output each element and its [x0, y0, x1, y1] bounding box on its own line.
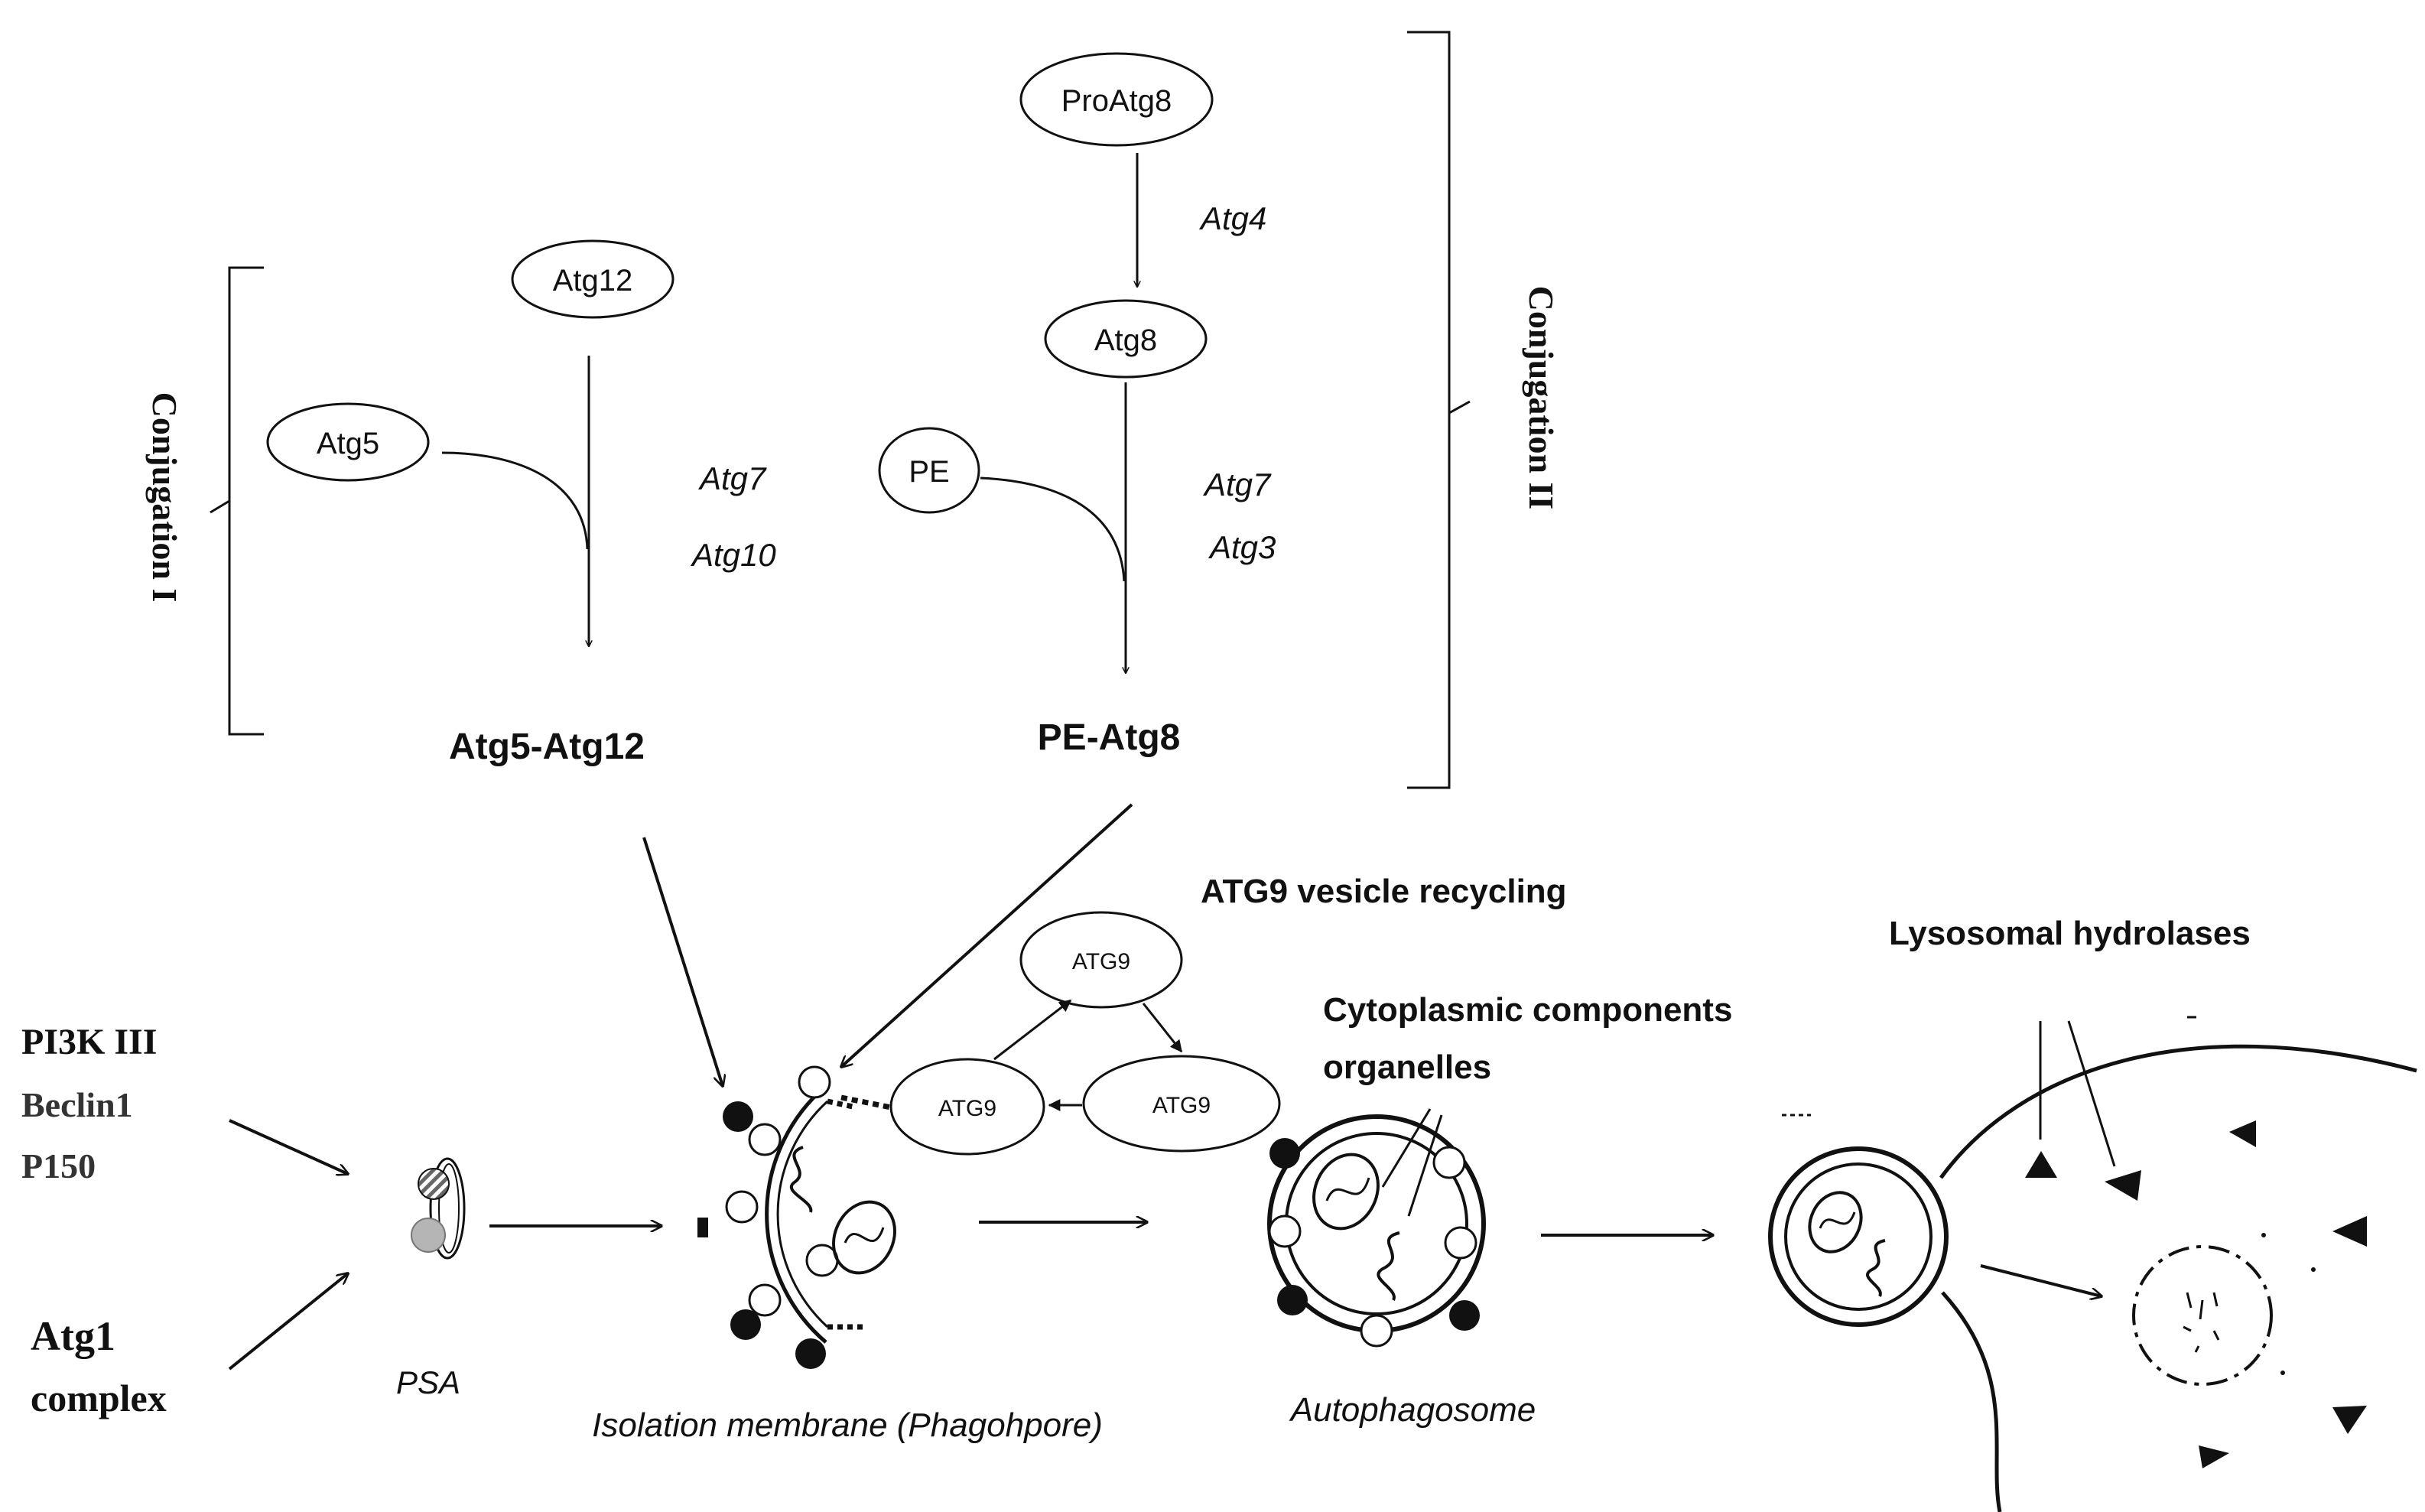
atg9-cycle-group: ATG9 vesicle recycling ATG9 ATG9 ATG9 — [840, 873, 1567, 1156]
atg9-left-to-top-arrow — [993, 999, 1072, 1061]
fusion-to-degradation-arrow — [1980, 1264, 2102, 1296]
pe-node — [878, 427, 980, 514]
atg5-atg12-product: Atg5-Atg12 — [449, 727, 645, 767]
autophagosome-cargo-coil — [1377, 1231, 1400, 1301]
phagophore-structure: Isolation membrane (Phagohpore) — [592, 1065, 1103, 1444]
pe-atg8-to-phagophore-arrow — [841, 803, 1133, 1067]
atg9-top-to-right-arrow — [1142, 1003, 1183, 1053]
inputs-group: PI3K III Beclin1 P150 Atg1 complex — [21, 1022, 348, 1419]
p150-label: P150 — [21, 1146, 96, 1185]
atg1-label-line2: complex — [31, 1377, 167, 1419]
atg5-node — [266, 402, 430, 482]
atg9-right-node — [1082, 1055, 1281, 1153]
psa-label: PSA — [396, 1364, 460, 1400]
conjugation-ii-group: Conjugation II ProAtg8 Atg4 Atg8 PE Atg7… — [878, 31, 1561, 789]
atg9-dashed-link — [840, 1094, 892, 1110]
atg5-joining-curve — [441, 451, 589, 550]
psa-hatched-protein — [418, 1168, 450, 1200]
conjugation-ii-label: Conjugation II — [1522, 286, 1561, 510]
fusing-autophagosome — [1768, 1146, 1949, 1327]
autophagosome-structure: Autophagosome — [1267, 1108, 1536, 1429]
conj-i-enzyme-atg10: Atg10 — [690, 537, 776, 573]
proatg8-label: ProAtg8 — [1061, 84, 1172, 118]
lysosome-membrane — [1939, 1044, 2417, 1512]
lysosomal-hydrolases-label: Lysosomal hydrolases — [1889, 915, 2251, 952]
psa-structure: PSA — [396, 1157, 466, 1400]
pe-atg8-product: PE-Atg8 — [1038, 717, 1181, 758]
atg8-label: Atg8 — [1094, 324, 1157, 357]
conj-i-enzyme-atg7: Atg7 — [697, 460, 767, 496]
autophagosome-label: Autophagosome — [1289, 1391, 1536, 1429]
pe-label: PE — [909, 455, 949, 489]
atg12-label: Atg12 — [553, 264, 633, 298]
conjugation-i-bracket — [210, 266, 264, 736]
protease-atg4: Atg4 — [1198, 200, 1266, 236]
atg9-top-label: ATG9 — [1072, 949, 1130, 974]
conj-ii-enzyme-atg3: Atg3 — [1208, 529, 1276, 565]
atg1-label-line1: Atg1 — [31, 1313, 115, 1359]
pi3k-to-psa-arrow — [229, 1119, 348, 1174]
psa-gray-protein — [411, 1218, 446, 1253]
atg9-right-label: ATG9 — [1152, 1093, 1211, 1118]
organelles-label: organelles — [1323, 1049, 1491, 1086]
cytoplasmic-components-label: Cytoplasmic components — [1323, 991, 1732, 1029]
atg9-left-node — [889, 1058, 1045, 1156]
atg5-atg12-to-phagophore-arrow — [642, 837, 723, 1086]
phagophore-cargo-coil — [789, 1146, 813, 1213]
beclin-label: Beclin1 — [21, 1085, 133, 1124]
conjugation-i-label: Conjugation I — [145, 392, 184, 603]
atg9-top-node — [1019, 911, 1183, 1009]
atg12-node — [511, 239, 675, 319]
conjugation-ii-bracket — [1407, 31, 1471, 789]
isolation-membrane-label: Isolation membrane (Phagohpore) — [592, 1406, 1103, 1444]
atg5-label: Atg5 — [317, 427, 379, 460]
conjugation-i-group: Conjugation I Atg12 Atg5 Atg7 Atg10 Atg5… — [145, 239, 776, 767]
atg8-node — [1044, 299, 1208, 379]
atg1-to-psa-arrow — [228, 1273, 348, 1371]
atg9-left-label: ATG9 — [938, 1096, 996, 1121]
autophagosome-cargo-mitochondrion — [1312, 1153, 1380, 1231]
proatg8-node — [1019, 52, 1214, 147]
phagophore-cargo-mitochondrion — [832, 1200, 896, 1275]
lysosome-structure — [1768, 1016, 2417, 1512]
pi3k-label: PI3K III — [21, 1022, 157, 1062]
conj-ii-enzyme-atg7: Atg7 — [1202, 467, 1272, 502]
degrading-cargo-vesicle — [2132, 1245, 2273, 1386]
atg9-cycle-title: ATG9 vesicle recycling — [1201, 873, 1567, 910]
pe-joining-curve — [980, 476, 1126, 582]
